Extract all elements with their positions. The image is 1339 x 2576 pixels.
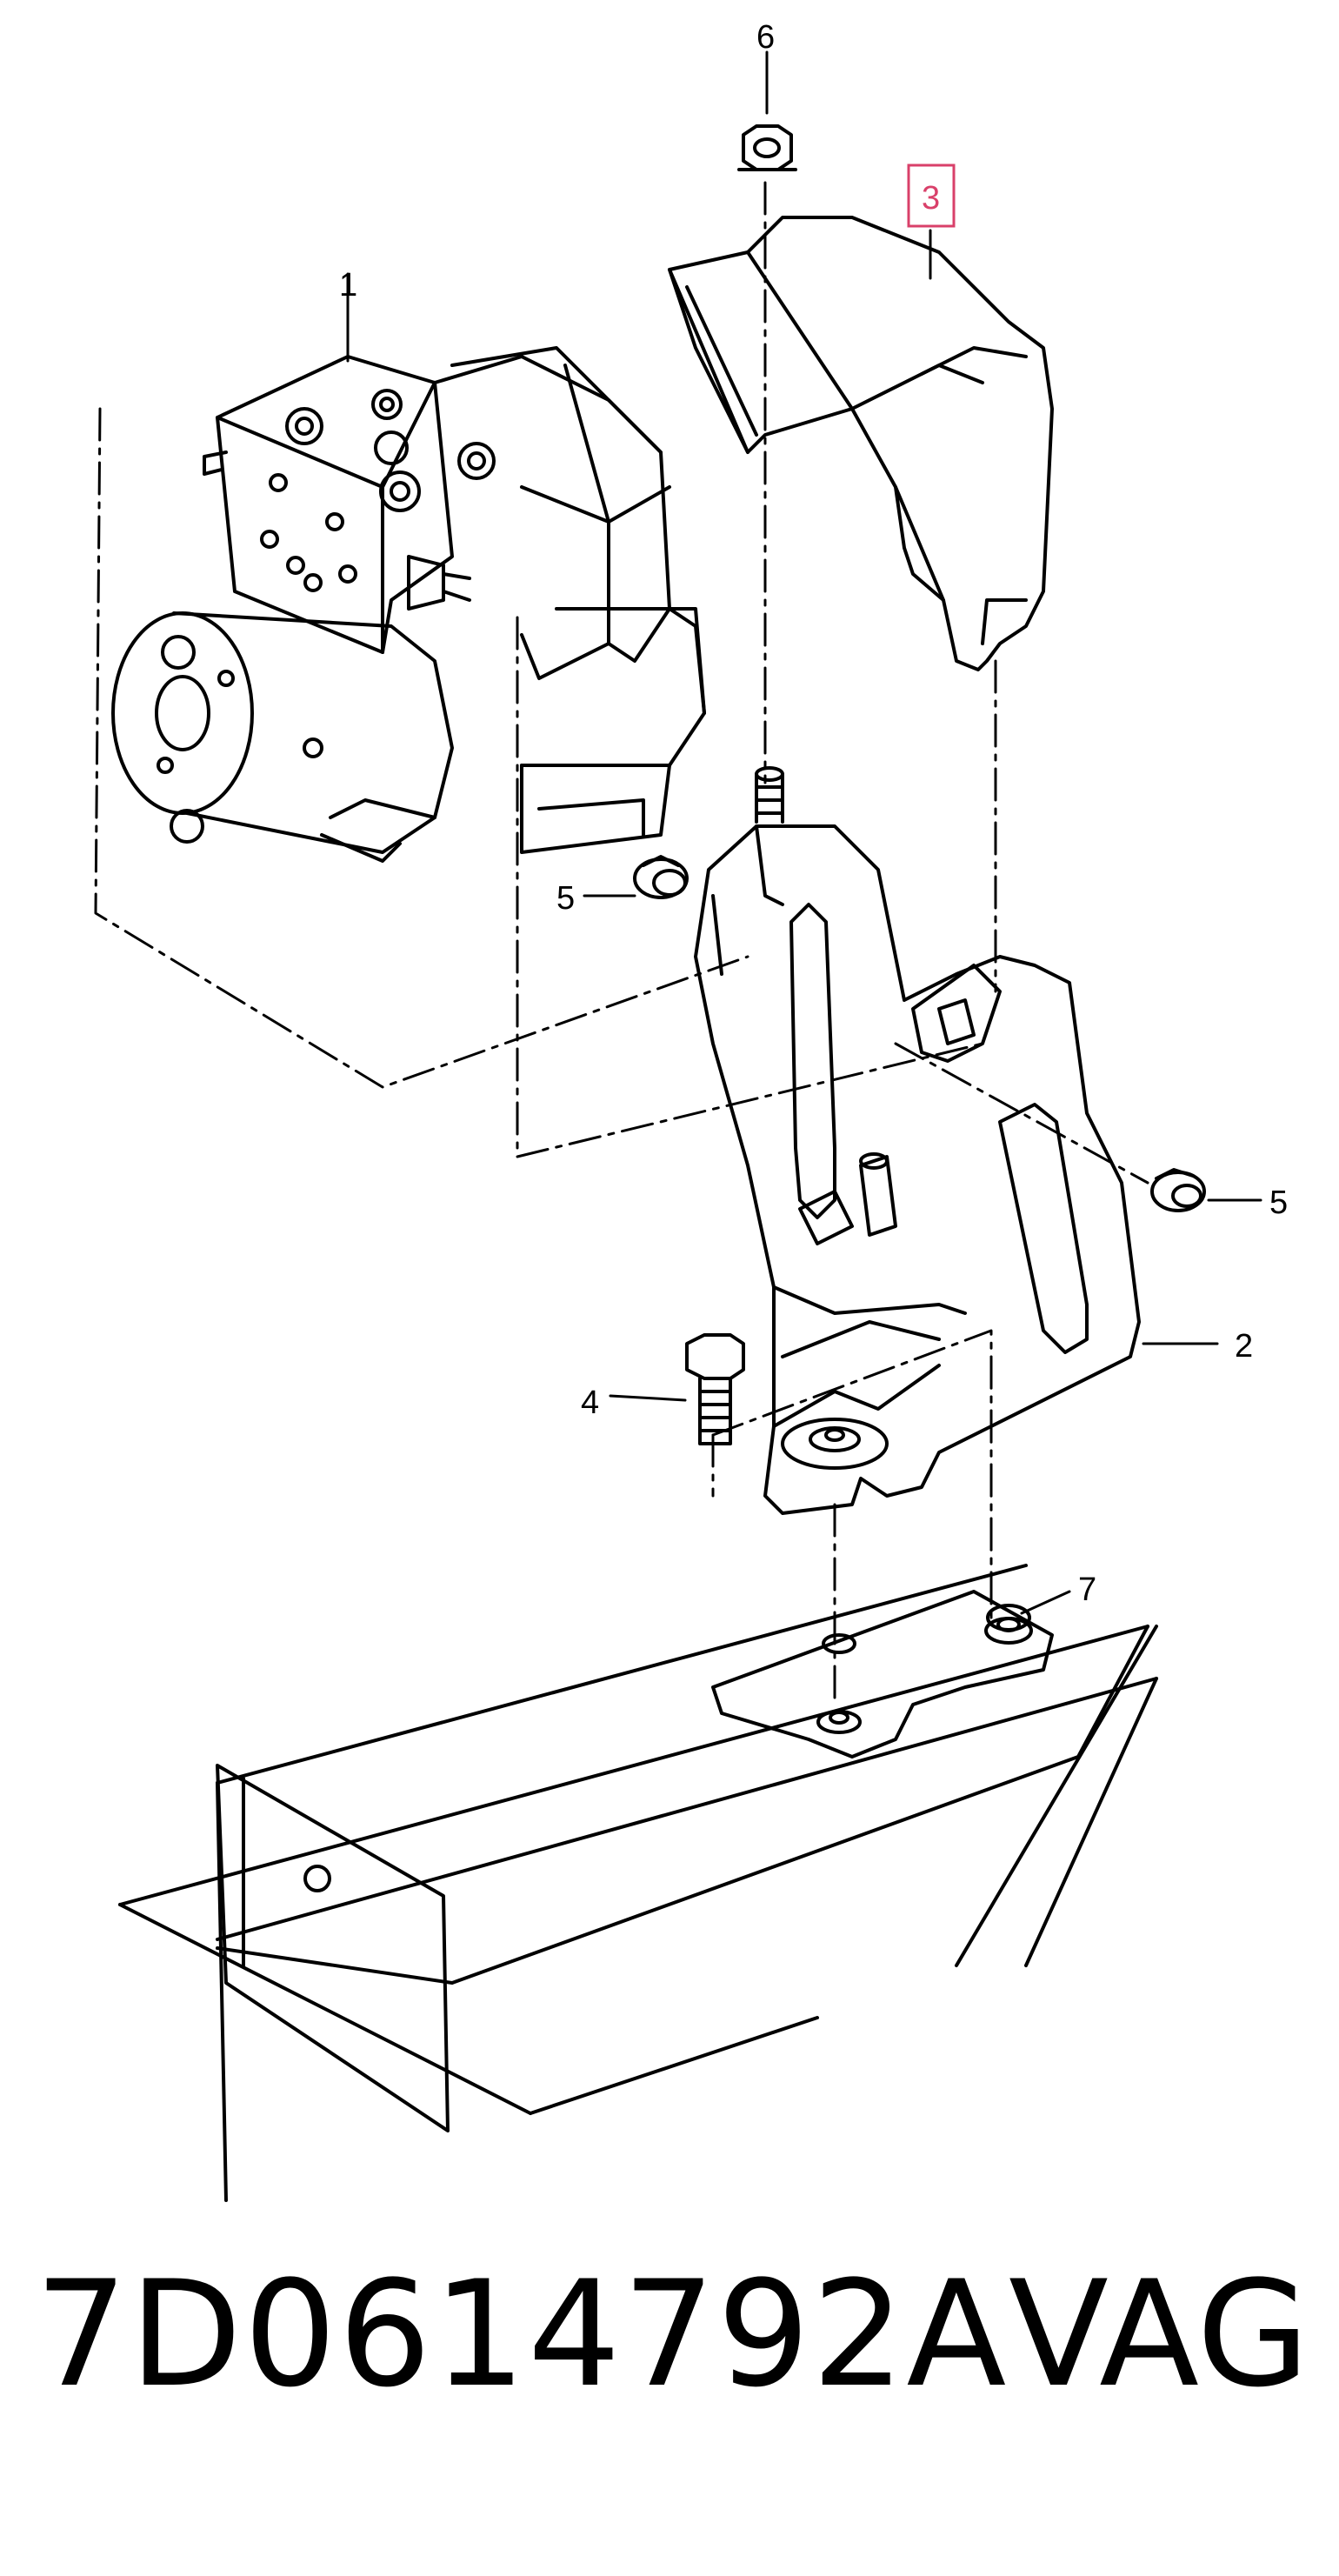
callout-leader-lines [346,50,1262,1615]
callout-7: 7 [1078,1572,1096,1608]
callout-6: 6 [756,19,775,56]
mounting-bracket [694,766,1141,1515]
part-number: 7D0614792A [35,2249,1009,2419]
callout-4: 4 [581,1385,599,1421]
callout-2: 2 [1235,1328,1253,1365]
callout-3: 3 [922,180,940,217]
callout-5-left: 5 [556,880,575,917]
nut-part-6 [737,124,797,171]
nut-part-5-right [1150,1168,1206,1212]
vehicle-body-structure [118,1564,1158,2202]
bolt-part-4 [685,1333,745,1445]
brand-name: VAG [1009,2249,1310,2419]
nut-part-5-left [633,855,689,899]
abs-hydraulic-unit [111,346,706,863]
callout-3-highlight-box [907,164,956,228]
cover-shield [668,216,1054,671]
callout-1: 1 [339,267,357,304]
callout-labels: 1 2 3 4 5 5 6 7 [339,19,1288,1608]
grommet-part-7 [986,1604,1031,1632]
callout-5-right: 5 [1269,1185,1288,1221]
